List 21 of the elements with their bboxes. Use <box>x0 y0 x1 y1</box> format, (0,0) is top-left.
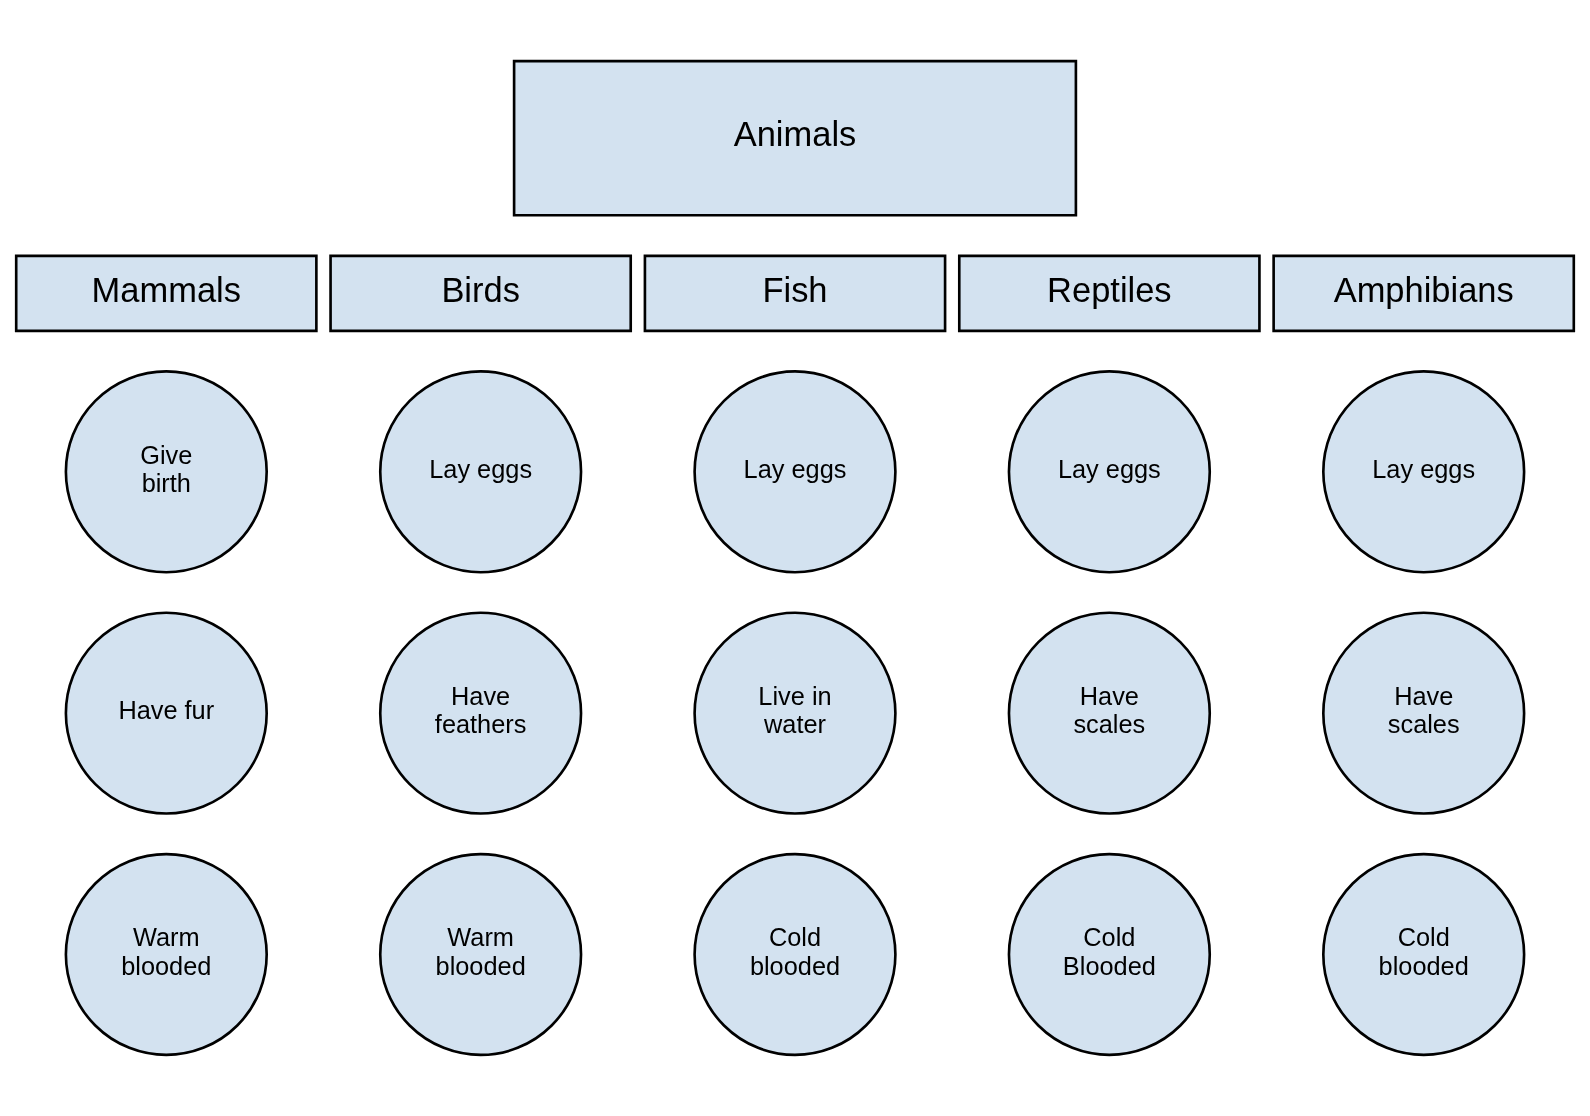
node-box: Amphibians <box>1272 254 1576 333</box>
node-circle: Lay eggs <box>1007 370 1212 574</box>
node-circle: Have fur <box>64 611 268 815</box>
node-circle: Live in water <box>693 611 897 815</box>
node-circle: Have scales <box>1007 611 1212 815</box>
node-circle: Give birth <box>64 370 268 574</box>
node-circle: Cold Blooded <box>1007 852 1212 1057</box>
node-circle: Warm blooded <box>64 852 268 1057</box>
node-circle: Have scales <box>1322 611 1526 815</box>
node-box: Birds <box>329 254 633 333</box>
node-box: Fish <box>643 254 947 333</box>
node-circle: Cold blooded <box>693 852 897 1057</box>
node-circle: Lay eggs <box>378 370 583 574</box>
node-box: Reptiles <box>957 254 1261 333</box>
node-circle: Lay eggs <box>1322 370 1526 574</box>
node-circle: Warm blooded <box>378 852 583 1057</box>
node-box: Animals <box>512 59 1078 217</box>
node-circle: Have feathers <box>378 611 583 815</box>
node-circle: Cold blooded <box>1322 852 1526 1057</box>
node-circle: Lay eggs <box>693 370 897 574</box>
node-box: Mammals <box>14 254 318 333</box>
